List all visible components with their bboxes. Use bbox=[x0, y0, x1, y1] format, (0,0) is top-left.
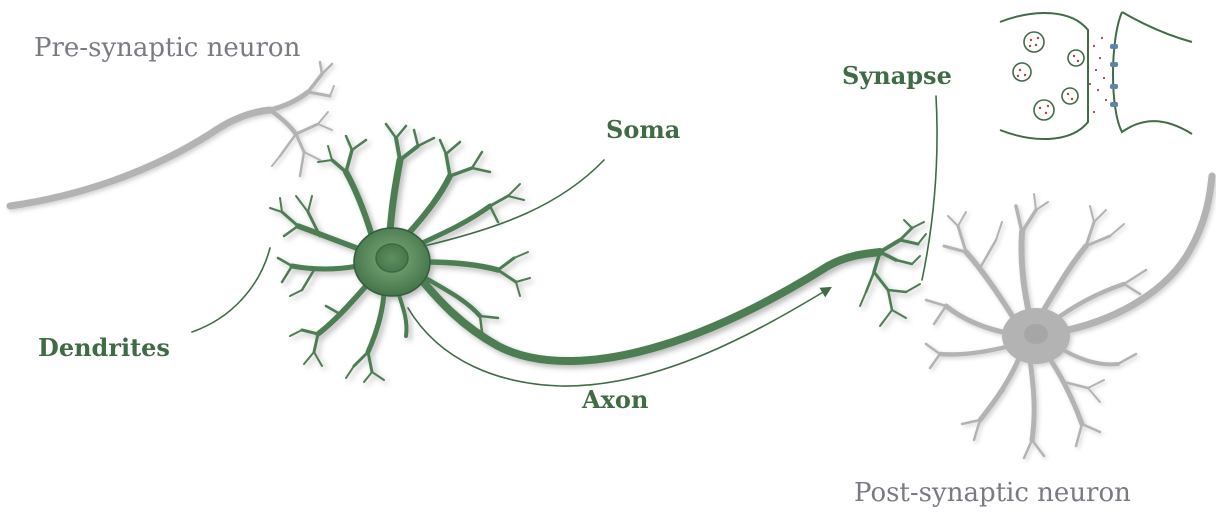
synapse-inset bbox=[1000, 12, 1192, 139]
pre-synaptic-neuron-label: Pre-synaptic neuron bbox=[34, 35, 300, 61]
pointer-lines bbox=[192, 96, 937, 386]
central-neuron bbox=[270, 124, 926, 382]
synapse-label: Synapse bbox=[842, 64, 952, 88]
soma-label: Soma bbox=[606, 118, 680, 142]
pre-synaptic-neuron bbox=[10, 62, 334, 206]
post-synaptic-neuron bbox=[926, 176, 1212, 458]
synapse-pointer bbox=[922, 96, 937, 280]
axon-label: Axon bbox=[582, 388, 648, 412]
synapse-post-terminal bbox=[1113, 12, 1192, 134]
dendrites-label: Dendrites bbox=[38, 336, 170, 360]
dendrites-pointer bbox=[192, 248, 270, 332]
post-synaptic-neuron-label: Post-synaptic neuron bbox=[854, 480, 1131, 506]
